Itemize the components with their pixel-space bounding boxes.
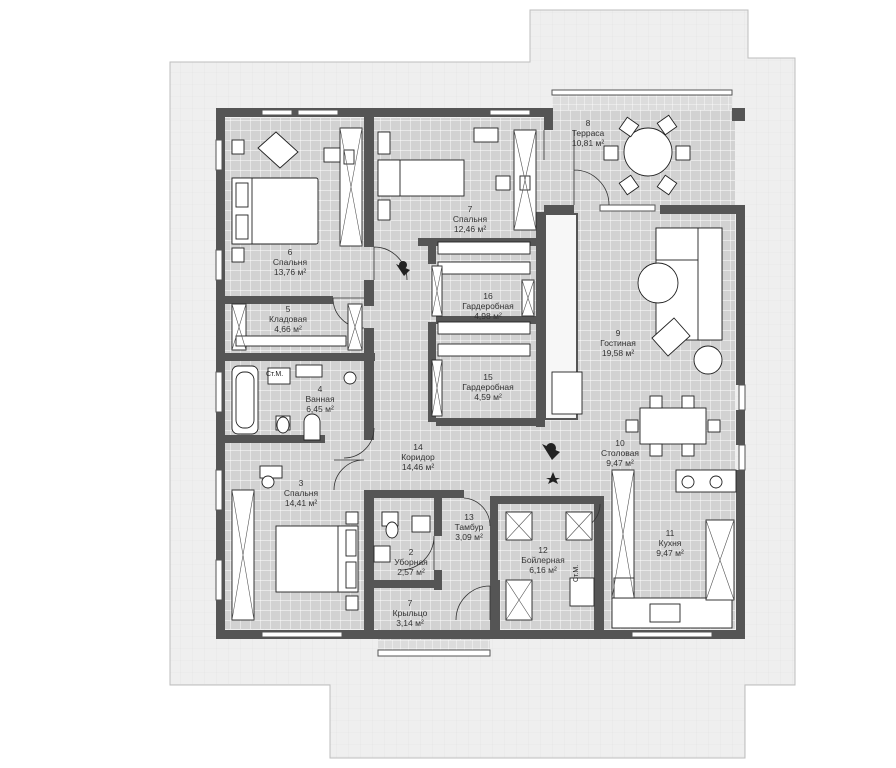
- washer-label-bath: Ст.М.: [266, 371, 284, 378]
- windows: [215, 89, 746, 657]
- walls: [216, 108, 745, 639]
- washer-label-boiler: Ст.М.: [573, 564, 580, 582]
- figure-icons: [396, 261, 560, 484]
- storage-marks: [231, 127, 735, 621]
